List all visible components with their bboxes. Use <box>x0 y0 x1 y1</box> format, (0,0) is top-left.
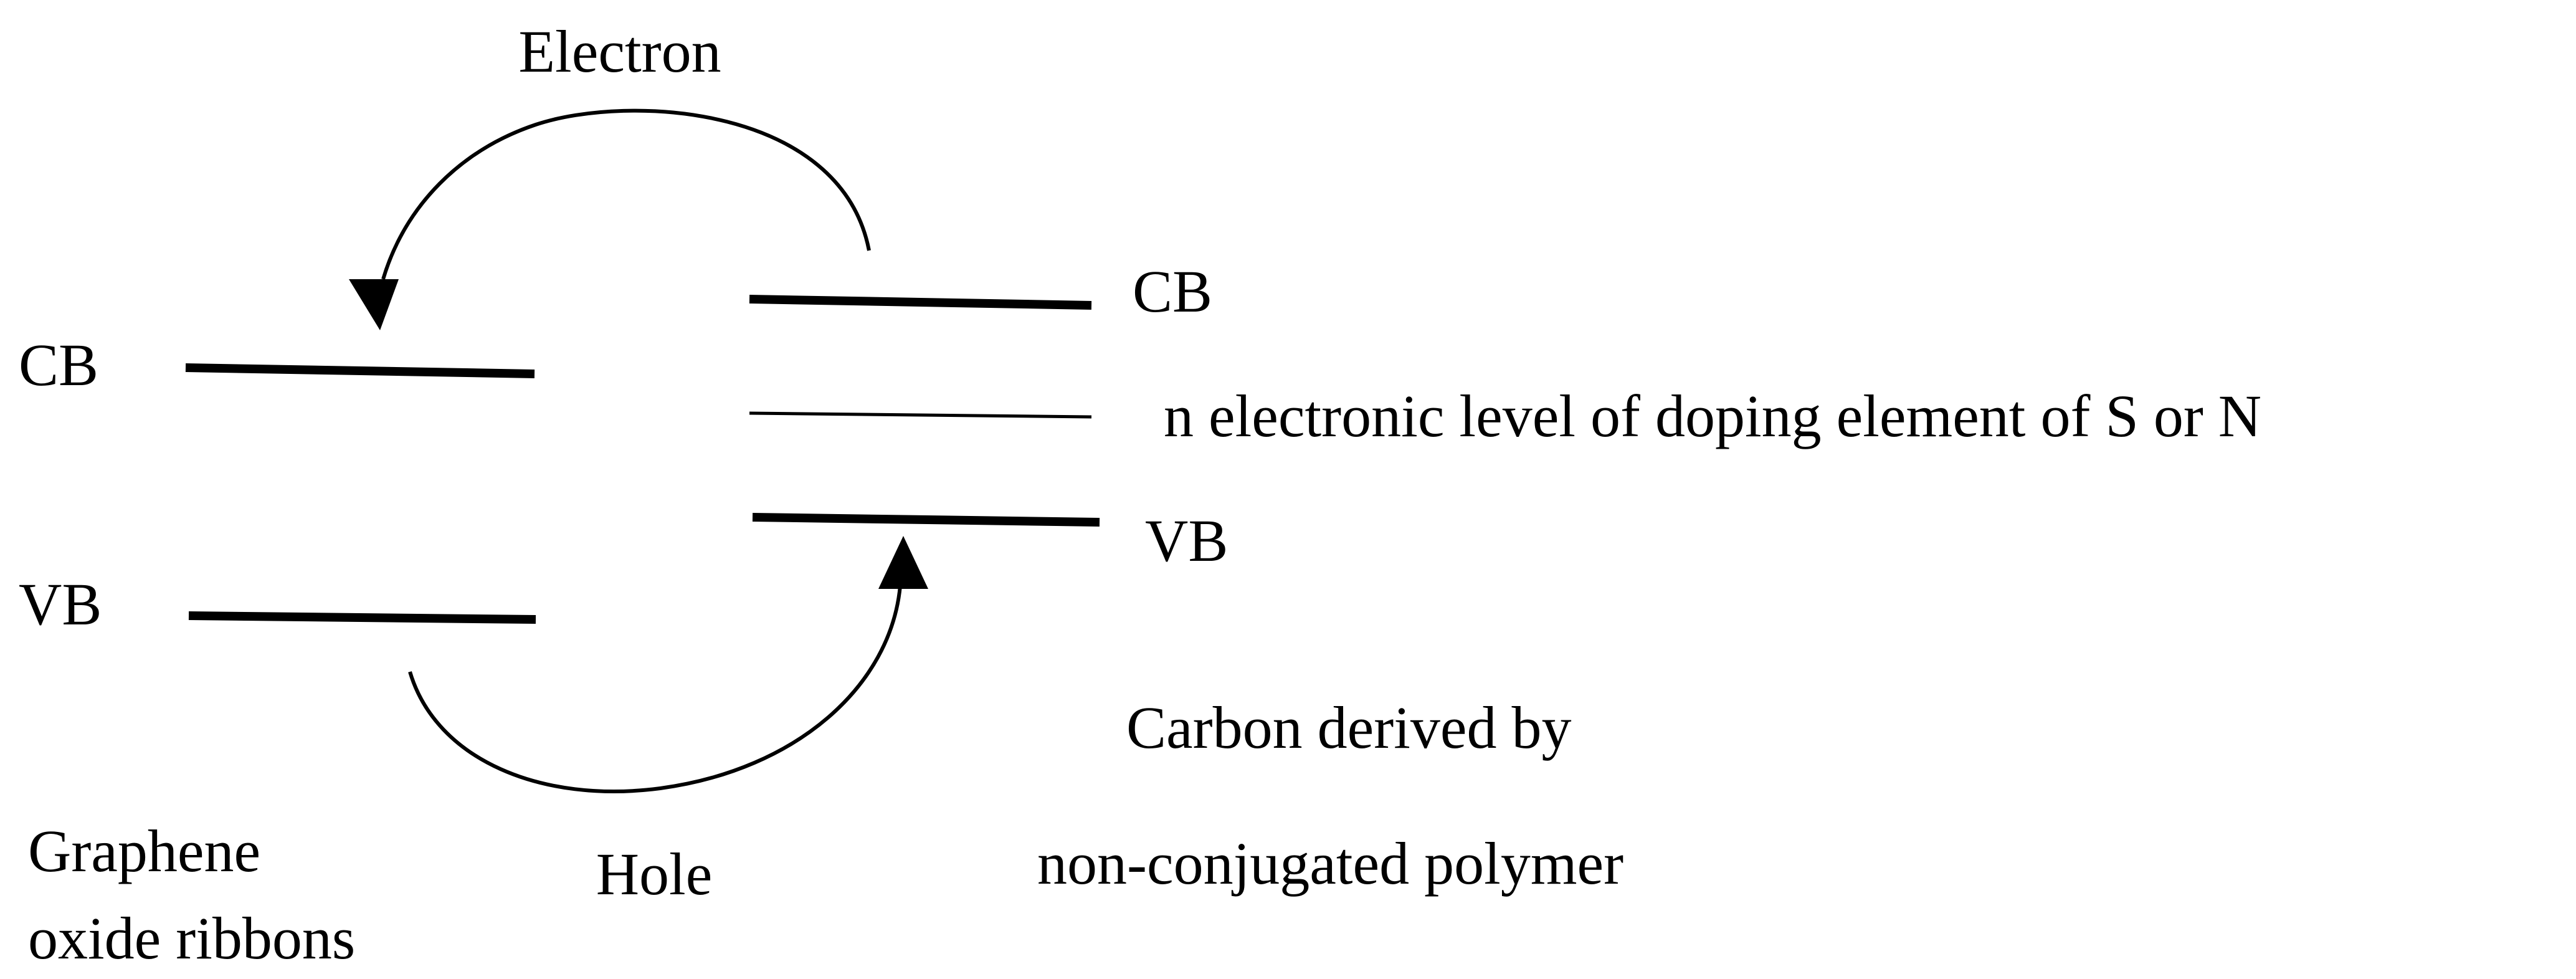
hole-arc <box>408 585 902 793</box>
right-cb-line <box>749 295 1092 310</box>
left-material-name-line1: Graphene <box>28 818 260 884</box>
electron-arc <box>381 108 871 280</box>
electron-arrowhead <box>349 279 399 330</box>
hole-label: Hole <box>596 841 713 907</box>
right-material-name-line1: Carbon derived by <box>1126 694 1571 761</box>
right-material-name-line2: non-conjugated polymer <box>1037 830 1623 897</box>
left-vb-line <box>188 611 536 624</box>
left-cb-label: CB <box>19 332 98 398</box>
right-vb-line <box>752 513 1100 527</box>
right-cb-label: CB <box>1133 258 1212 325</box>
right-material-bands: CB n electronic level of doping element … <box>749 258 2261 897</box>
left-material-name-line2: oxide ribbons <box>28 905 355 972</box>
electron-transfer-arrow <box>349 108 871 330</box>
hole-arrowhead <box>878 536 928 589</box>
dopant-level-label: n electronic level of doping element of … <box>1164 383 2261 449</box>
left-cb-line <box>185 363 535 378</box>
left-material-bands: CB VB Graphene oxide ribbons <box>19 332 536 972</box>
right-vb-label: VB <box>1145 507 1228 574</box>
left-vb-label: VB <box>19 571 102 638</box>
dopant-level-line <box>749 411 1092 419</box>
electron-label: Electron <box>518 18 721 85</box>
hole-transfer-arrow <box>408 536 928 793</box>
